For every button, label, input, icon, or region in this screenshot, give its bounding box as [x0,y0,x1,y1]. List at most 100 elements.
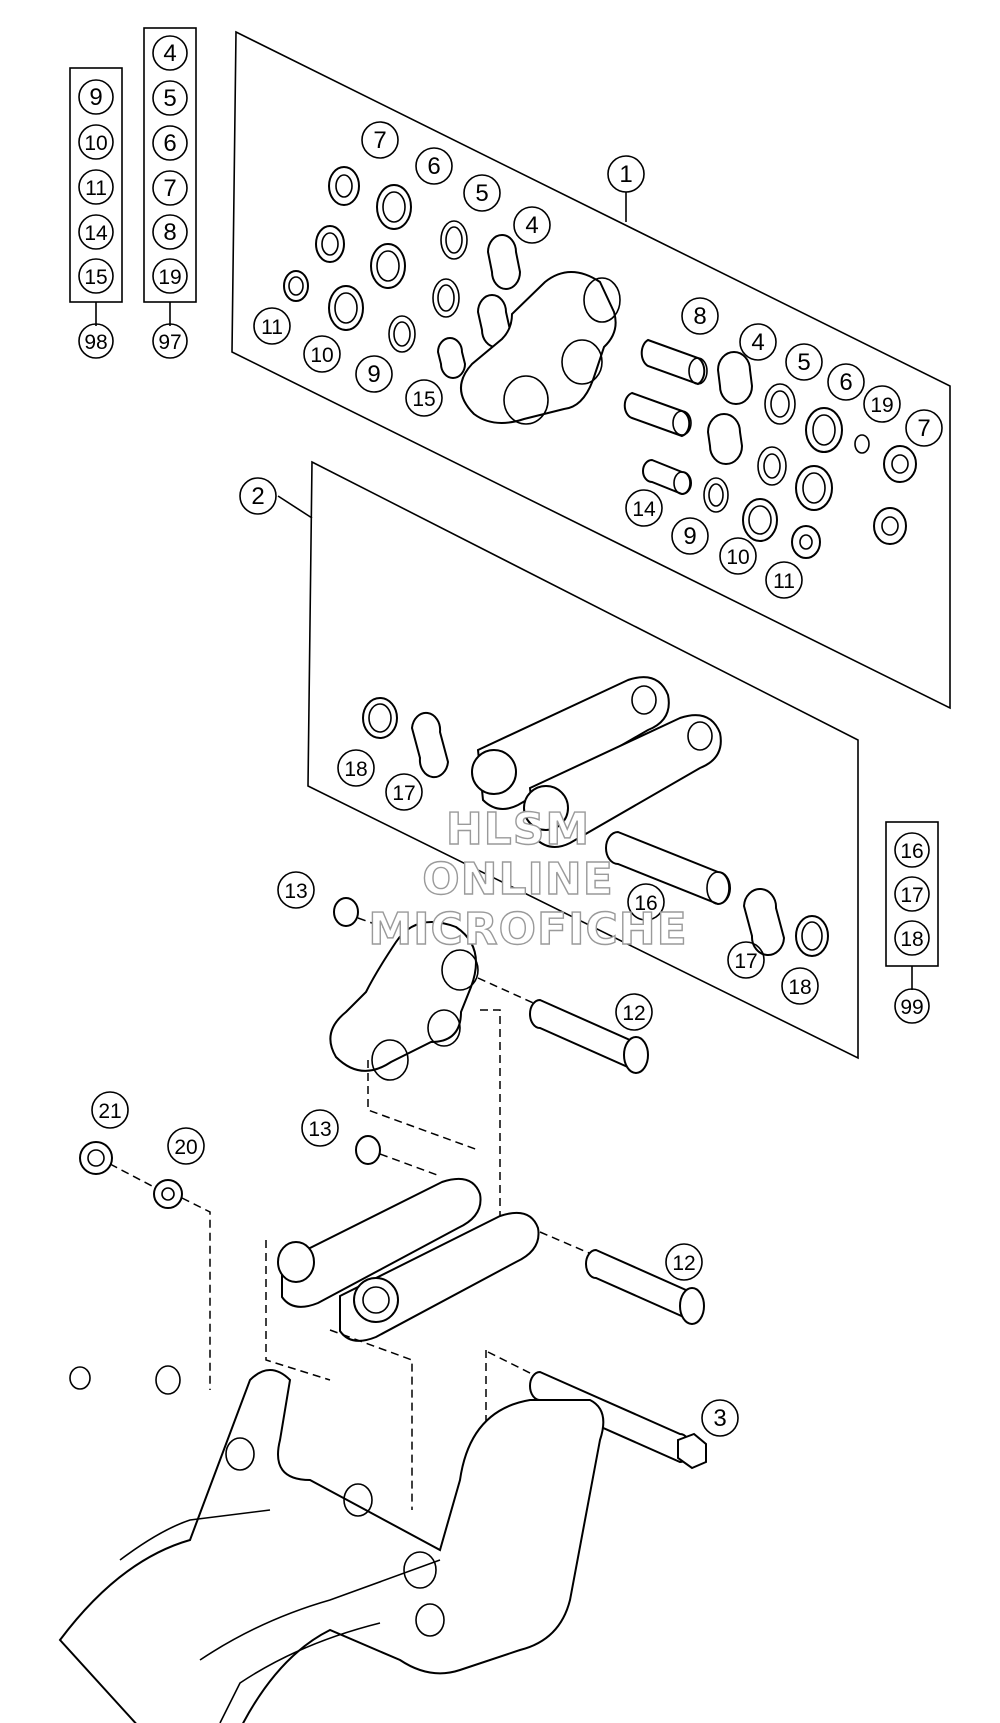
kit-98-part[interactable]: 10 [78,124,114,160]
svg-text:20: 20 [174,1136,197,1159]
callout-9b[interactable]: 9 [671,517,709,555]
callout-11[interactable]: 11 [253,307,291,345]
svg-text:12: 12 [622,1002,645,1025]
callout-2[interactable]: 2 [239,477,277,515]
svg-text:11: 11 [773,570,795,593]
svg-text:7: 7 [917,415,930,442]
svg-text:5: 5 [797,349,810,376]
kit-98-number[interactable]: 98 [78,323,114,359]
svg-text:6: 6 [839,369,852,396]
svg-text:4: 4 [525,212,538,239]
assembly-1-frame [231,30,951,710]
callout-6[interactable]: 6 [415,147,453,185]
svg-text:15: 15 [412,388,435,411]
callout-6b[interactable]: 6 [827,363,865,401]
svg-text:18: 18 [900,928,923,951]
svg-text:10: 10 [310,344,333,367]
callout-3[interactable]: 3 [701,1399,739,1437]
kit-98-part[interactable]: 14 [78,214,114,250]
callout-20[interactable]: 20 [167,1127,205,1165]
svg-text:17: 17 [392,782,415,805]
callout-17b[interactable]: 17 [727,941,765,979]
callout-8[interactable]: 8 [681,297,719,335]
svg-text:13: 13 [308,1118,331,1141]
kit-97-part[interactable]: 4 [152,35,188,71]
svg-text:9: 9 [367,361,380,388]
kit-98: 9 10 11 14 15 98 [69,67,123,359]
kit-99-part[interactable]: 18 [894,920,930,956]
callout-14[interactable]: 14 [625,489,663,527]
kit-99-number[interactable]: 99 [894,988,930,1024]
callout-15[interactable]: 15 [405,379,443,417]
svg-text:HLSM: HLSM [446,804,590,855]
svg-text:12: 12 [672,1252,695,1275]
kit-98-part[interactable]: 9 [78,79,114,115]
callout-4b[interactable]: 4 [739,323,777,361]
svg-text:8: 8 [693,303,706,330]
callout-10[interactable]: 10 [303,335,341,373]
callout-18b[interactable]: 18 [781,967,819,1005]
svg-text:11: 11 [85,177,107,200]
assembly-1-parts-right [623,338,917,559]
svg-text:19: 19 [158,266,181,289]
kit-98-part[interactable]: 11 [78,169,114,205]
svg-text:15: 15 [84,266,107,289]
svg-text:6: 6 [427,153,440,180]
svg-text:4: 4 [163,40,176,67]
svg-text:3: 3 [713,1405,726,1432]
kit-99-part[interactable]: 16 [894,832,930,868]
kit-97-part[interactable]: 5 [152,80,188,116]
svg-text:6: 6 [163,130,176,157]
svg-text:7: 7 [163,175,176,202]
callout-4[interactable]: 4 [513,206,551,244]
kit-97: 4 5 6 7 8 19 97 [143,27,197,359]
svg-text:ONLINE: ONLINE [422,854,614,905]
svg-text:5: 5 [163,85,176,112]
svg-text:18: 18 [344,758,367,781]
callout-5b[interactable]: 5 [785,343,823,381]
callout-21[interactable]: 21 [91,1091,129,1129]
callout-17[interactable]: 17 [385,773,423,811]
kit-99-part[interactable]: 17 [894,876,930,912]
watermark: HLSM ONLINE MICROFICHE [368,803,688,955]
callout-16[interactable]: 16 [627,883,665,921]
svg-text:14: 14 [632,498,656,521]
kit-99: 16 17 18 99 [885,821,939,1024]
callout-12b[interactable]: 12 [665,1243,703,1281]
svg-text:10: 10 [84,132,107,155]
kit-97-part[interactable]: 6 [152,125,188,161]
callout-1[interactable]: 1 [607,155,645,193]
callout-12[interactable]: 12 [615,993,653,1031]
svg-text:1: 1 [619,161,632,188]
kit-97-part[interactable]: 7 [152,170,188,206]
svg-text:99: 99 [900,996,923,1019]
callout-19[interactable]: 19 [863,385,901,423]
assembly-1-parts [283,166,621,425]
callout-18[interactable]: 18 [337,749,375,787]
kit-97-part[interactable]: 8 [152,214,188,250]
callout-5[interactable]: 5 [463,174,501,212]
svg-text:21: 21 [98,1100,121,1123]
kit-98-part[interactable]: 15 [78,258,114,294]
svg-text:8: 8 [163,219,176,246]
callout-7b[interactable]: 7 [905,409,943,447]
assembly-2-frame [307,460,859,1060]
svg-text:9: 9 [683,523,696,550]
callout-13b[interactable]: 13 [301,1109,339,1147]
callout-7[interactable]: 7 [361,121,399,159]
assembly-2-parts [362,676,829,957]
svg-text:7: 7 [373,127,386,154]
svg-text:5: 5 [475,180,488,207]
svg-text:98: 98 [84,331,107,354]
svg-text:97: 97 [158,331,181,354]
kit-97-part[interactable]: 19 [152,258,188,294]
svg-text:14: 14 [84,222,108,245]
callout-11b[interactable]: 11 [765,561,803,599]
callout-9[interactable]: 9 [355,355,393,393]
kit-97-number[interactable]: 97 [152,323,188,359]
svg-text:16: 16 [900,840,923,863]
callout-10b[interactable]: 10 [719,537,757,575]
callout-13[interactable]: 13 [277,871,315,909]
svg-text:11: 11 [261,316,283,339]
